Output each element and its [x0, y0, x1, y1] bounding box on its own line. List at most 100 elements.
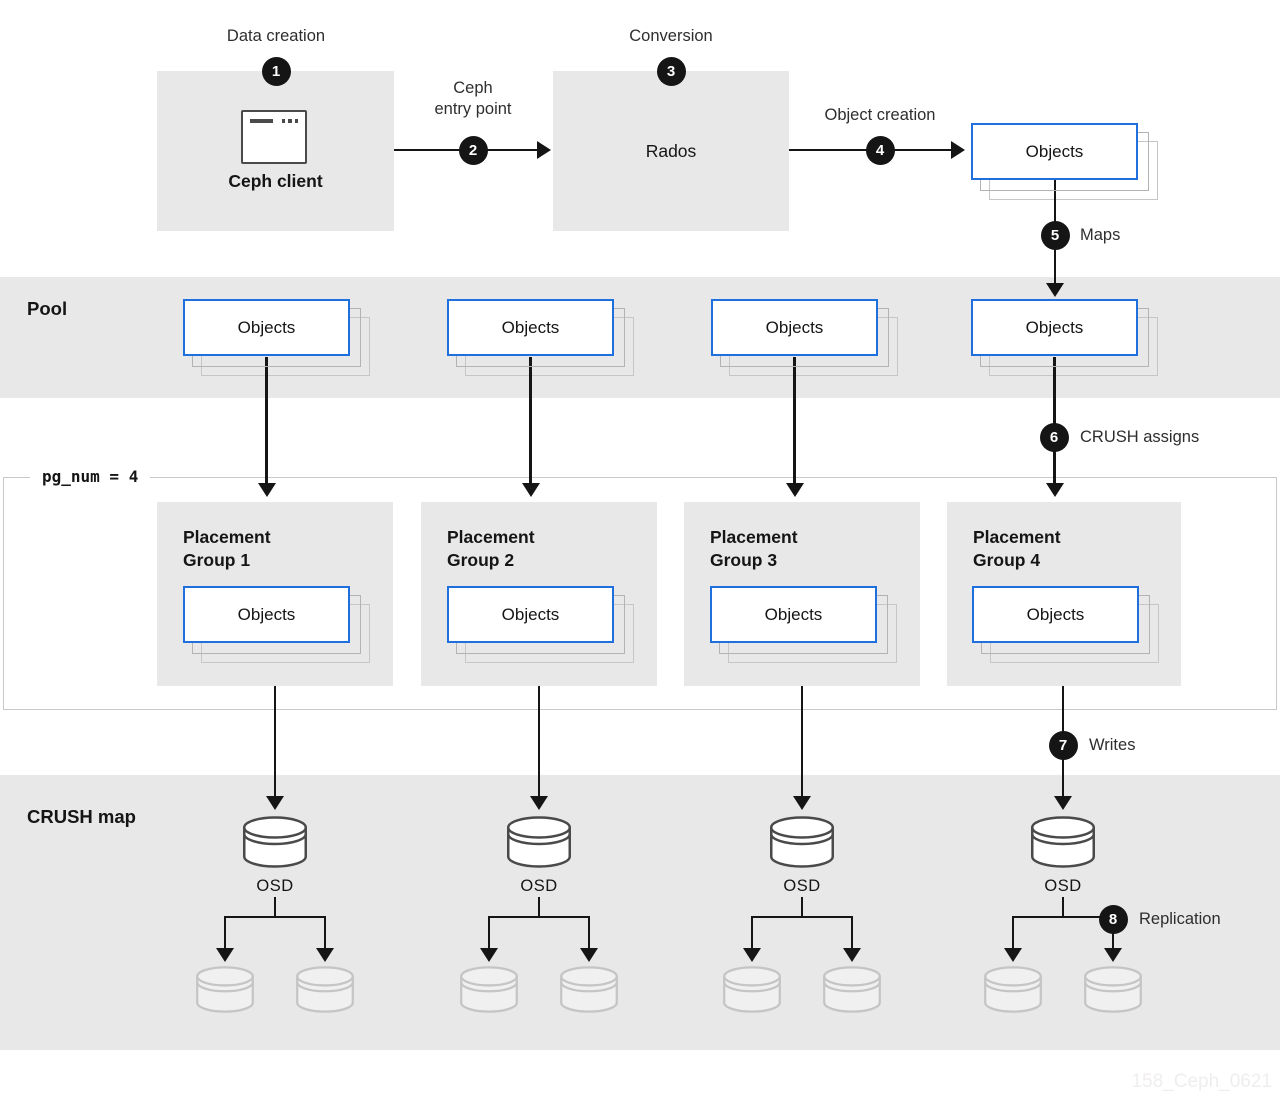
placement-group-4-box: Placement Group 4 Objects — [947, 502, 1181, 686]
pg3-objects-box: Objects — [710, 586, 897, 663]
osd1-branch-right — [323, 915, 327, 949]
arrowhead-pool-to-pg4 — [1045, 483, 1064, 497]
pg4-objects-box: Objects — [972, 586, 1159, 663]
pool-objects-box-2: Objects — [447, 299, 634, 376]
step-2-label: Ceph entry point — [434, 79, 512, 118]
osd3-branch-stem — [800, 897, 804, 917]
osd1-branch-stem — [273, 897, 277, 917]
objects-box-label: Objects — [972, 586, 1139, 643]
osd1-branch-left — [223, 915, 227, 949]
step-badge-7: 7 — [1048, 730, 1078, 760]
step-3-label: Conversion — [629, 27, 713, 45]
arrowhead-pool-to-pg3 — [785, 483, 804, 497]
arrow-pg2-to-osd — [537, 686, 541, 796]
arrowhead-pg2-to-osd — [530, 796, 548, 810]
objects-box-top: Objects — [971, 123, 1158, 200]
osd4-branch-left-arrowhead — [1004, 948, 1022, 962]
osd4-branch-left — [1011, 915, 1015, 949]
step-4-label: Object creation — [824, 106, 936, 124]
replica-disk-icon — [296, 966, 354, 1013]
crush-map-band-label: CRUSH map — [27, 806, 136, 827]
arrowhead-pg1-to-osd — [266, 796, 284, 810]
step-5-label: Maps — [1080, 226, 1121, 244]
arrow-pool-to-pg2 — [529, 357, 532, 483]
replica-disk-icon — [196, 966, 254, 1013]
pool-objects-box-3: Objects — [711, 299, 898, 376]
osd2-branch-right-arrowhead — [580, 948, 598, 962]
osd2-branch-left-arrowhead — [480, 948, 498, 962]
osd3-branch-right — [850, 915, 854, 949]
osd-label: OSD — [1044, 877, 1082, 895]
step-badge-4: 4 — [865, 135, 895, 165]
osd2-branch-bar — [489, 915, 589, 919]
osd1-branch-left-arrowhead — [216, 948, 234, 962]
placement-group-1-title: Placement Group 1 — [183, 527, 271, 570]
replica-disk-icon — [460, 966, 518, 1013]
objects-box-label: Objects — [447, 586, 614, 643]
osd3-branch-left-arrowhead — [743, 948, 761, 962]
replica-disk-icon — [823, 966, 881, 1013]
objects-box-label: Objects — [971, 299, 1138, 356]
watermark-text: 158_Ceph_0621 — [1131, 1071, 1272, 1092]
objects-box-label: Objects — [183, 586, 350, 643]
osd4-branch-bar — [1013, 915, 1113, 919]
pg-num-annotation: pg_num = 4 — [30, 464, 151, 490]
pool-objects-box-4: Objects — [971, 299, 1158, 376]
osd3-branch-bar — [752, 915, 852, 919]
arrow-pool-to-pg1 — [265, 357, 268, 483]
osd1-branch-bar — [225, 915, 325, 919]
pg1-objects-box: Objects — [183, 586, 370, 663]
objects-box-label: Objects — [971, 123, 1138, 180]
pg-num-region — [3, 477, 1277, 710]
step-badge-5: 5 — [1040, 220, 1070, 250]
osd2-branch-right — [587, 915, 591, 949]
osd-label: OSD — [783, 877, 821, 895]
objects-box-label: Objects — [710, 586, 877, 643]
placement-group-3-title: Placement Group 3 — [710, 527, 798, 570]
window-titlebar-line — [250, 119, 273, 123]
objects-box-label: Objects — [183, 299, 350, 356]
arrowhead-pg3-to-osd — [793, 796, 811, 810]
arrowhead-pool-to-pg2 — [521, 483, 540, 497]
step-badge-3: 3 — [656, 56, 686, 86]
osd3-branch-right-arrowhead — [843, 948, 861, 962]
osd-cylinder-icon — [770, 816, 834, 868]
pool-band-label: Pool — [27, 298, 68, 319]
arrow-pool-to-pg3 — [793, 357, 796, 483]
osd2-branch-left — [487, 915, 491, 949]
step-badge-1: 1 — [261, 56, 291, 86]
step-badge-6: 6 — [1039, 422, 1069, 452]
step-1-label: Data creation — [226, 27, 326, 45]
arrowhead-objects-to-pool — [1046, 283, 1064, 297]
objects-box-label: Objects — [711, 299, 878, 356]
placement-group-2-title: Placement Group 2 — [447, 527, 535, 570]
step-badge-8: 8 — [1098, 904, 1128, 934]
placement-group-1-box: Placement Group 1 Objects — [157, 502, 393, 686]
replica-disk-icon — [1084, 966, 1142, 1013]
step-8-label: Replication — [1139, 910, 1221, 928]
ceph-client-label: Ceph client — [228, 171, 323, 191]
step-7-label: Writes — [1089, 736, 1136, 754]
osd4-branch-stem — [1061, 897, 1065, 917]
osd-cylinder-icon — [1031, 816, 1095, 868]
placement-group-2-box: Placement Group 2 Objects — [421, 502, 657, 686]
ceph-client-box: Ceph client — [157, 71, 394, 231]
osd3-branch-left — [750, 915, 754, 949]
rados-label: Rados — [645, 140, 697, 161]
osd1-branch-right-arrowhead — [316, 948, 334, 962]
pg2-objects-box: Objects — [447, 586, 634, 663]
osd4-branch-right-arrowhead — [1104, 948, 1122, 962]
arrowhead-pool-to-pg1 — [257, 483, 276, 497]
placement-group-3-box: Placement Group 3 Objects — [684, 502, 920, 686]
placement-group-4-title: Placement Group 4 — [973, 527, 1061, 570]
window-menu-dots-icon — [281, 119, 298, 123]
pool-objects-box-1: Objects — [183, 299, 370, 376]
osd-cylinder-icon — [243, 816, 307, 868]
objects-box-label: Objects — [447, 299, 614, 356]
osd-cylinder-icon — [507, 816, 571, 868]
arrow-pool-to-pg4 — [1053, 357, 1056, 483]
osd-label: OSD — [520, 877, 558, 895]
arrow-pg1-to-osd — [273, 686, 277, 796]
arrowhead-pg4-to-osd — [1054, 796, 1072, 810]
